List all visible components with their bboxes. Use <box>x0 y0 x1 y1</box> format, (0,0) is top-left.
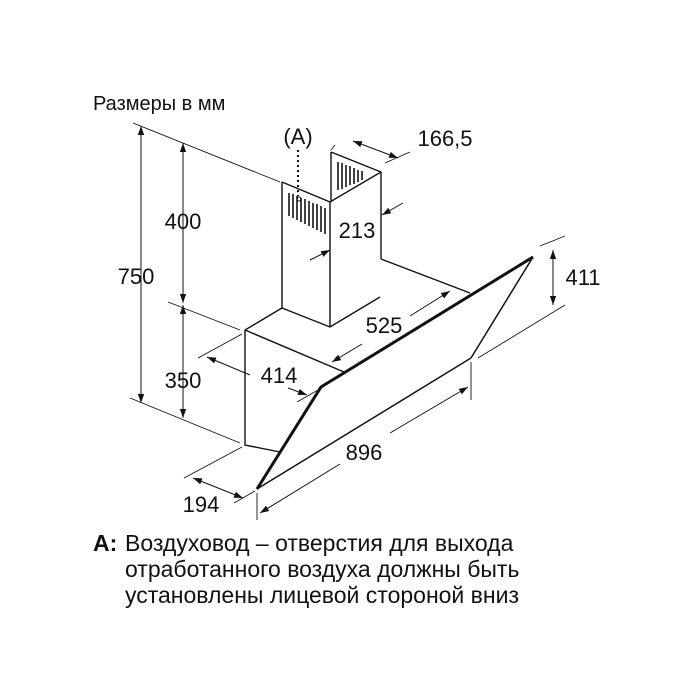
body-height-label: 350 <box>165 368 202 393</box>
hood-body <box>244 258 471 453</box>
body-depth-label: 414 <box>261 363 298 388</box>
extension-lines <box>129 122 566 520</box>
glass-height-label: 411 <box>565 265 600 290</box>
chimney-depth-label: 166,5 <box>417 126 472 151</box>
total-height-label: 750 <box>118 264 155 289</box>
vent-slats <box>288 162 363 234</box>
glass-panel <box>255 255 534 490</box>
glass-width-label: 896 <box>346 440 383 465</box>
chimney <box>281 151 382 328</box>
bottom-depth-label: 194 <box>183 492 220 517</box>
legend-key: A: <box>93 530 118 556</box>
chimney-height-label: 400 <box>165 209 202 234</box>
legend-line-1: Воздуховод – отверстия для выхода <box>125 530 514 556</box>
chimney-width-label: 213 <box>339 218 376 243</box>
diagram-title: Размеры в мм <box>93 93 226 115</box>
body-width-label: 525 <box>366 313 403 338</box>
duct-marker-label: (A) <box>283 124 312 149</box>
legend-note: A: Воздуховод – отверстия для выхода отра… <box>93 530 519 608</box>
legend-line-3: установлены лицевой стороной вниз <box>125 582 519 608</box>
legend-line-2: отработанного воздуха должны быть <box>125 556 520 582</box>
dimension-lines <box>137 126 557 514</box>
